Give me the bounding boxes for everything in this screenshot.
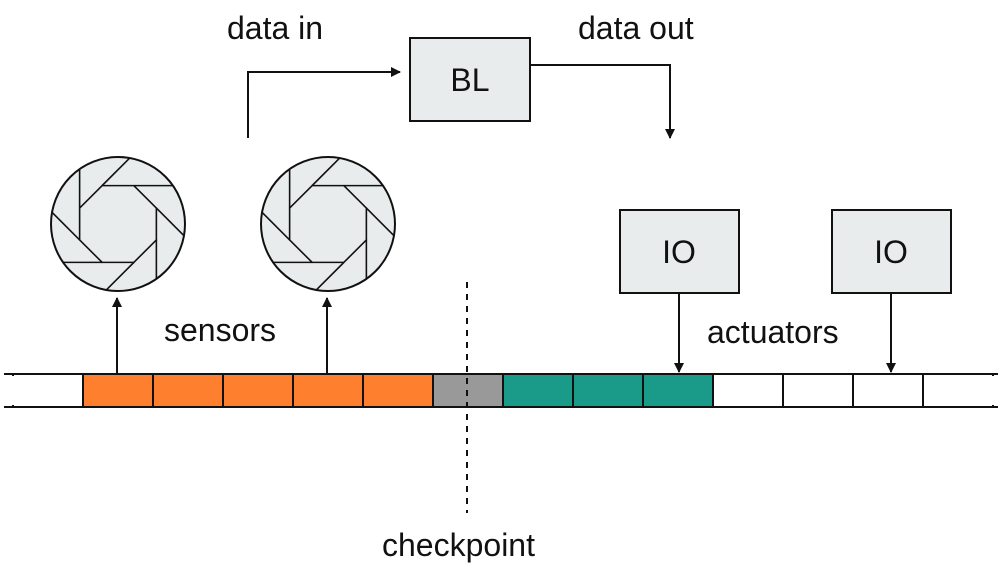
bl-label: BL bbox=[450, 62, 489, 98]
io-label-2: IO bbox=[874, 234, 908, 270]
io-box-1: IO bbox=[619, 209, 740, 294]
aperture-blade bbox=[101, 157, 131, 187]
data-out-arrow bbox=[530, 64, 675, 139]
tape-left-mask bbox=[0, 376, 14, 405]
tape-segment-empty bbox=[852, 373, 924, 408]
bl-box: BL bbox=[409, 37, 531, 122]
aperture-blade bbox=[105, 261, 135, 291]
aperture-blade bbox=[261, 211, 291, 241]
checkpoint-label: checkpoint bbox=[382, 527, 535, 563]
data-in-arrow bbox=[247, 67, 401, 138]
tape-segment-processed bbox=[572, 373, 644, 408]
aperture-blade bbox=[315, 261, 345, 291]
io-box-2: IO bbox=[831, 209, 952, 294]
aperture-blade bbox=[155, 207, 185, 237]
sensor-camera-icon bbox=[50, 156, 186, 292]
tape-segment-sensor bbox=[152, 373, 224, 408]
tape-segment-sensor bbox=[362, 373, 434, 408]
tape-segment-empty bbox=[712, 373, 784, 408]
actuators-label: actuators bbox=[707, 314, 839, 350]
io-label-1: IO bbox=[662, 234, 696, 270]
tape-segment-empty bbox=[12, 373, 84, 408]
tape-segment-sensor bbox=[292, 373, 364, 408]
aperture-blade bbox=[365, 207, 395, 237]
tape-segment-empty bbox=[782, 373, 854, 408]
data-in-label: data in bbox=[227, 10, 324, 46]
tape bbox=[0, 373, 1000, 408]
sensor-camera-icon bbox=[260, 156, 396, 292]
aperture-outline bbox=[260, 156, 396, 292]
aperture-outline bbox=[50, 156, 186, 292]
aperture-blade bbox=[311, 157, 341, 187]
tape-right-mask bbox=[992, 376, 1000, 405]
sensors-label: sensors bbox=[164, 312, 277, 348]
aperture-blade bbox=[51, 211, 81, 241]
tape-segment-sensor bbox=[222, 373, 294, 408]
tape-segment-sensor bbox=[82, 373, 154, 408]
tape-segment-empty bbox=[922, 373, 994, 408]
data-out-label: data out bbox=[578, 10, 694, 46]
tape-segment-processed bbox=[642, 373, 714, 408]
tape-segment-processed bbox=[502, 373, 574, 408]
